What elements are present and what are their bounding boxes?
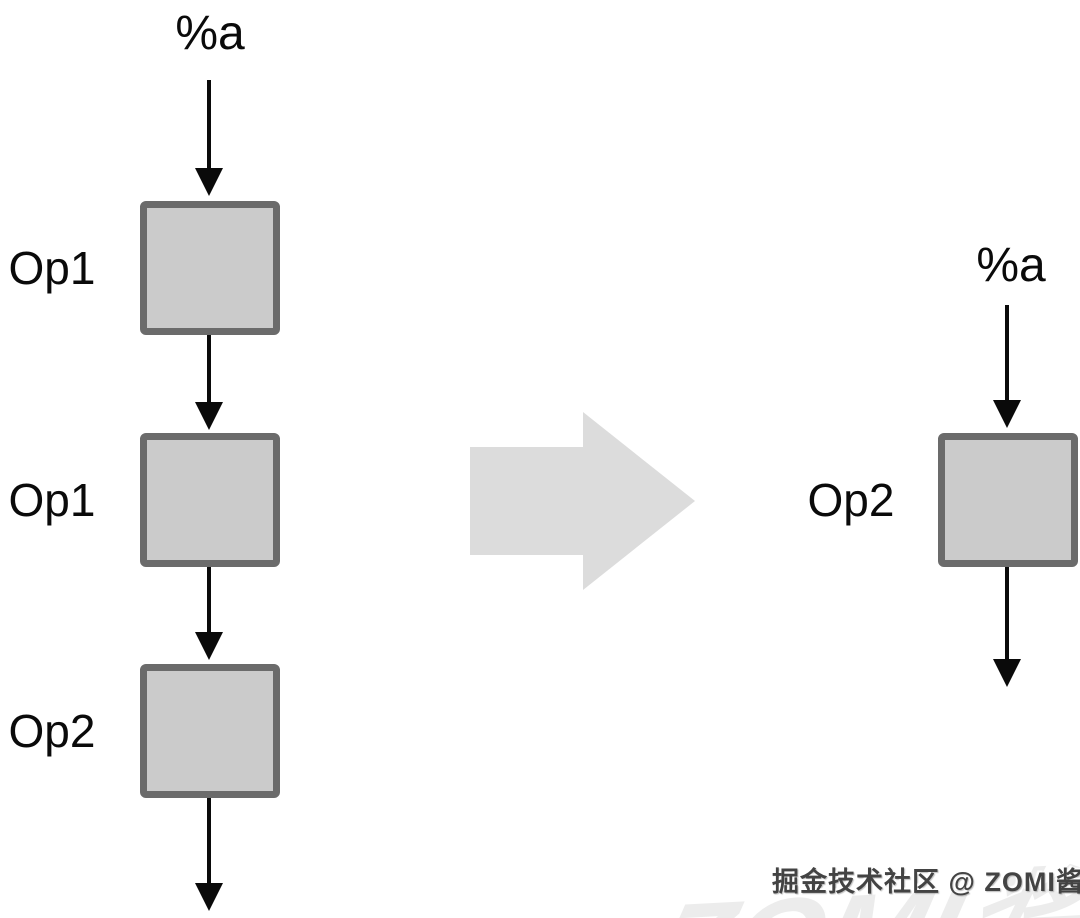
arrow-head bbox=[195, 402, 223, 430]
arrow-head bbox=[195, 168, 223, 196]
arrow-head bbox=[195, 632, 223, 660]
before-node2-label: Op1 bbox=[8, 474, 96, 526]
before-node2-box bbox=[140, 433, 280, 567]
arrow-head bbox=[993, 400, 1021, 428]
arrow-shaft bbox=[1005, 567, 1009, 663]
before-edge1-arrow-icon bbox=[195, 335, 223, 430]
before-node1-label: Op1 bbox=[8, 242, 96, 294]
before-output-edge-arrow-icon bbox=[195, 798, 223, 911]
before-input-edge-arrow-icon bbox=[195, 80, 223, 196]
after-input-value-label: %a bbox=[976, 239, 1046, 292]
before-edge2-arrow-icon bbox=[195, 567, 223, 660]
before-input-value-label: %a bbox=[175, 7, 245, 60]
arrow-shaft bbox=[207, 335, 211, 406]
arrow-shaft bbox=[1005, 305, 1009, 404]
before-node3-label: Op2 bbox=[8, 705, 96, 757]
arrow-shaft bbox=[207, 567, 211, 636]
before-node1-box bbox=[140, 201, 280, 335]
watermark-text: 掘金技术社区 @ ZOMI酱 bbox=[772, 867, 1080, 897]
after-output-edge-arrow-icon bbox=[993, 567, 1021, 687]
arrow-head bbox=[993, 659, 1021, 687]
after-node1-label: Op2 bbox=[807, 474, 895, 526]
arrow-head bbox=[195, 883, 223, 911]
transform-right-arrow-icon bbox=[470, 412, 695, 590]
arrow-shaft bbox=[207, 798, 211, 887]
after-node1-box bbox=[938, 433, 1078, 567]
arrow-shaft bbox=[207, 80, 211, 172]
before-node3-box bbox=[140, 664, 280, 798]
after-input-edge-arrow-icon bbox=[993, 305, 1021, 428]
